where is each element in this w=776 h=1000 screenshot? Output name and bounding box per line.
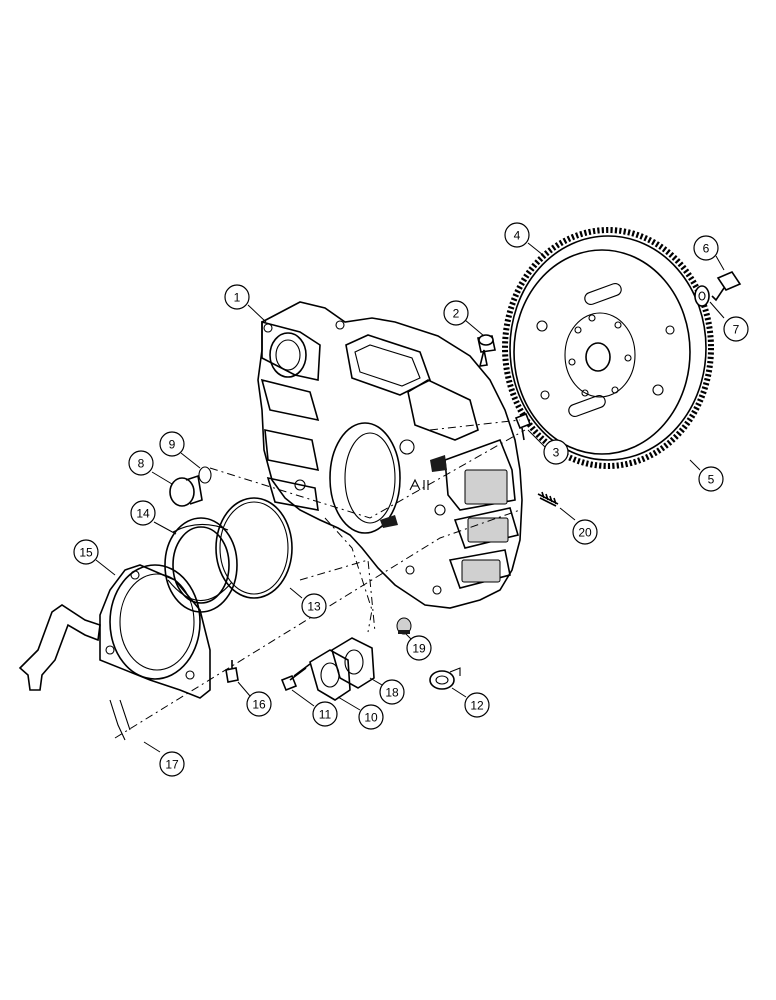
washer-icon bbox=[694, 285, 710, 307]
callout-13: 13 bbox=[301, 593, 327, 619]
oil-seal-ring-icon bbox=[164, 517, 238, 613]
callout-label: 9 bbox=[169, 438, 176, 452]
bolt-icon bbox=[477, 334, 496, 367]
callout-12: 12 bbox=[464, 692, 490, 718]
assembly-center-lines bbox=[114, 419, 526, 739]
callout-4: 4 bbox=[504, 222, 530, 248]
callout-label: 13 bbox=[307, 600, 321, 614]
gasket-icon bbox=[429, 667, 461, 690]
callout-17: 17 bbox=[159, 751, 185, 777]
stud-icon bbox=[537, 491, 559, 507]
callout-15: 15 bbox=[73, 539, 99, 565]
callout-1: 1 bbox=[224, 284, 250, 310]
callout-label: 20 bbox=[578, 526, 592, 540]
callout-7: 7 bbox=[723, 316, 749, 342]
callout-14: 14 bbox=[130, 500, 156, 526]
flywheel-ring-gear-icon bbox=[502, 227, 714, 469]
callout-16: 16 bbox=[246, 691, 272, 717]
callout-label: 3 bbox=[553, 446, 560, 460]
callout-label: 10 bbox=[364, 711, 378, 725]
o-ring-seal-icon bbox=[198, 466, 212, 484]
bolt-icon bbox=[280, 663, 311, 692]
dowel-icon bbox=[396, 617, 412, 635]
callout-10: 10 bbox=[358, 704, 384, 730]
callout-19: 19 bbox=[406, 635, 432, 661]
callout-18: 18 bbox=[379, 679, 405, 705]
gasket-icon bbox=[18, 604, 101, 691]
callout-5: 5 bbox=[698, 466, 724, 492]
callout-label: 7 bbox=[733, 323, 740, 337]
callout-9: 9 bbox=[159, 431, 185, 457]
callout-label: 18 bbox=[385, 686, 399, 700]
cover-plate-icon bbox=[309, 649, 351, 701]
o-ring-seal-icon bbox=[215, 497, 293, 599]
callout-label: 4 bbox=[514, 229, 521, 243]
callout-11: 11 bbox=[312, 701, 338, 727]
callout-label: 8 bbox=[138, 457, 145, 471]
bolt-icon bbox=[225, 660, 239, 683]
callout-label: 19 bbox=[412, 642, 426, 656]
callout-2: 2 bbox=[443, 300, 469, 326]
gasket-icon bbox=[331, 637, 375, 689]
plug-icon bbox=[169, 474, 203, 507]
callout-label: 12 bbox=[470, 699, 484, 713]
flywheel-housing-icon bbox=[257, 301, 523, 609]
callout-label: 17 bbox=[165, 758, 179, 772]
callout-label: 2 bbox=[453, 307, 460, 321]
leader-lines bbox=[95, 242, 725, 753]
callout-label: 5 bbox=[708, 473, 715, 487]
callout-label: 11 bbox=[319, 708, 332, 722]
callout-3: 3 bbox=[543, 439, 569, 465]
callout-8: 8 bbox=[128, 450, 154, 476]
callout-label: 14 bbox=[136, 507, 150, 521]
callout-label: 16 bbox=[252, 698, 266, 712]
callout-6: 6 bbox=[693, 235, 719, 261]
callout-20: 20 bbox=[572, 519, 598, 545]
rear-seal-retainer-icon bbox=[99, 564, 211, 741]
callout-label: 6 bbox=[703, 242, 710, 256]
callout-label: 15 bbox=[79, 546, 93, 560]
callout-label: 1 bbox=[234, 291, 241, 305]
bolt-icon bbox=[711, 271, 742, 302]
bolt-icon bbox=[514, 412, 532, 441]
